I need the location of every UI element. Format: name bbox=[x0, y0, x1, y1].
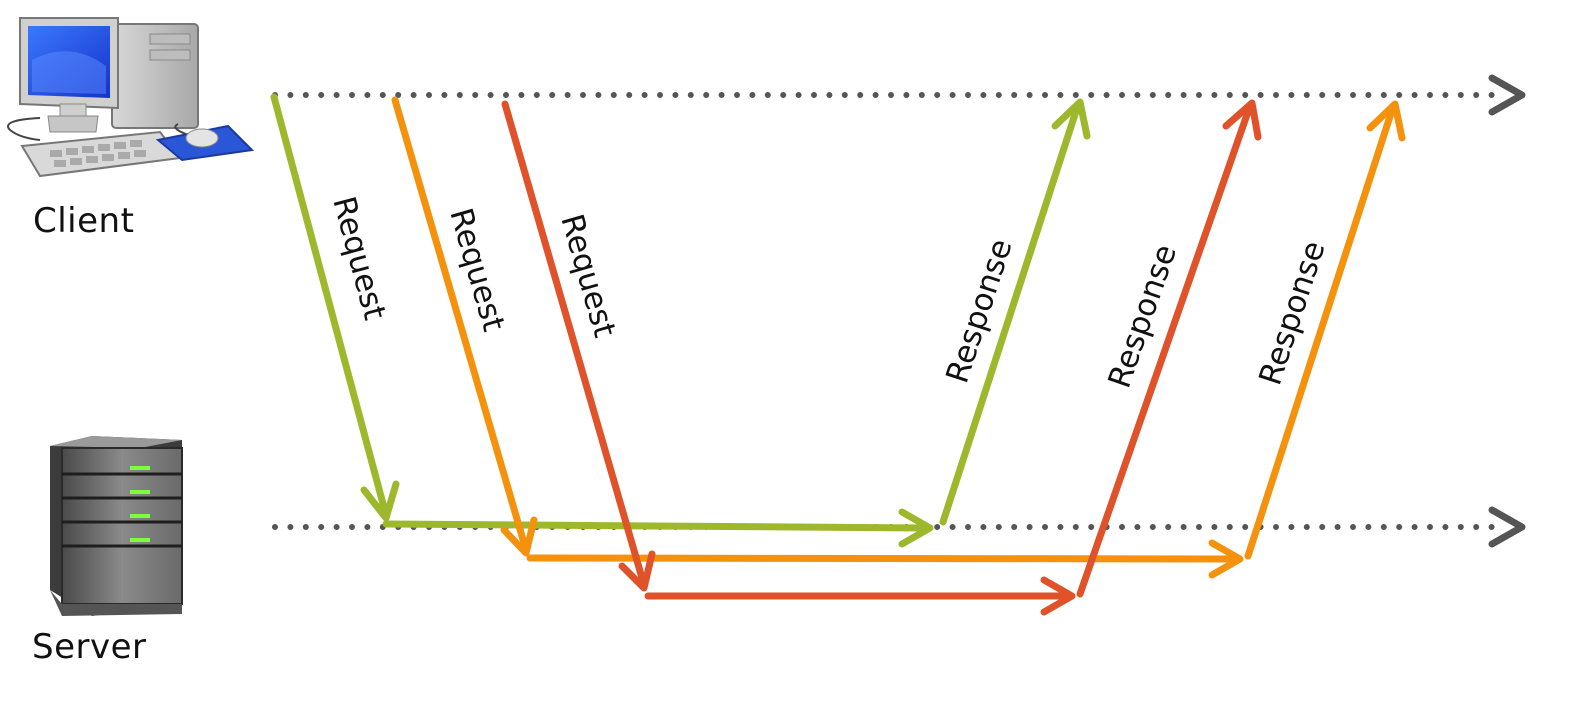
request-label-1: Request bbox=[325, 193, 392, 324]
request-label-3: Request bbox=[553, 210, 622, 341]
response-arrow bbox=[939, 98, 1091, 526]
exchange-3 bbox=[501, 99, 1262, 616]
client-timeline bbox=[272, 74, 1526, 116]
response-label-3: Response bbox=[1252, 237, 1332, 390]
request-arrow bbox=[270, 93, 400, 522]
processing-arrow bbox=[644, 576, 1076, 616]
request-arrow bbox=[391, 96, 538, 557]
request-arrow bbox=[501, 100, 656, 592]
response-label-2: Response bbox=[1102, 240, 1185, 392]
exchange-1 bbox=[270, 93, 1091, 548]
response-arrow bbox=[1244, 100, 1406, 560]
server-label: Server bbox=[32, 627, 147, 667]
exchange-2 bbox=[391, 96, 1406, 579]
request-label-2: Request bbox=[442, 204, 511, 335]
processing-arrow bbox=[382, 508, 934, 548]
desktop-computer-icon bbox=[7, 17, 255, 178]
client-label: Client bbox=[33, 201, 135, 241]
response-arrow bbox=[1076, 99, 1262, 598]
server-tower-icon bbox=[50, 436, 183, 616]
response-label-1: Response bbox=[939, 235, 1019, 388]
